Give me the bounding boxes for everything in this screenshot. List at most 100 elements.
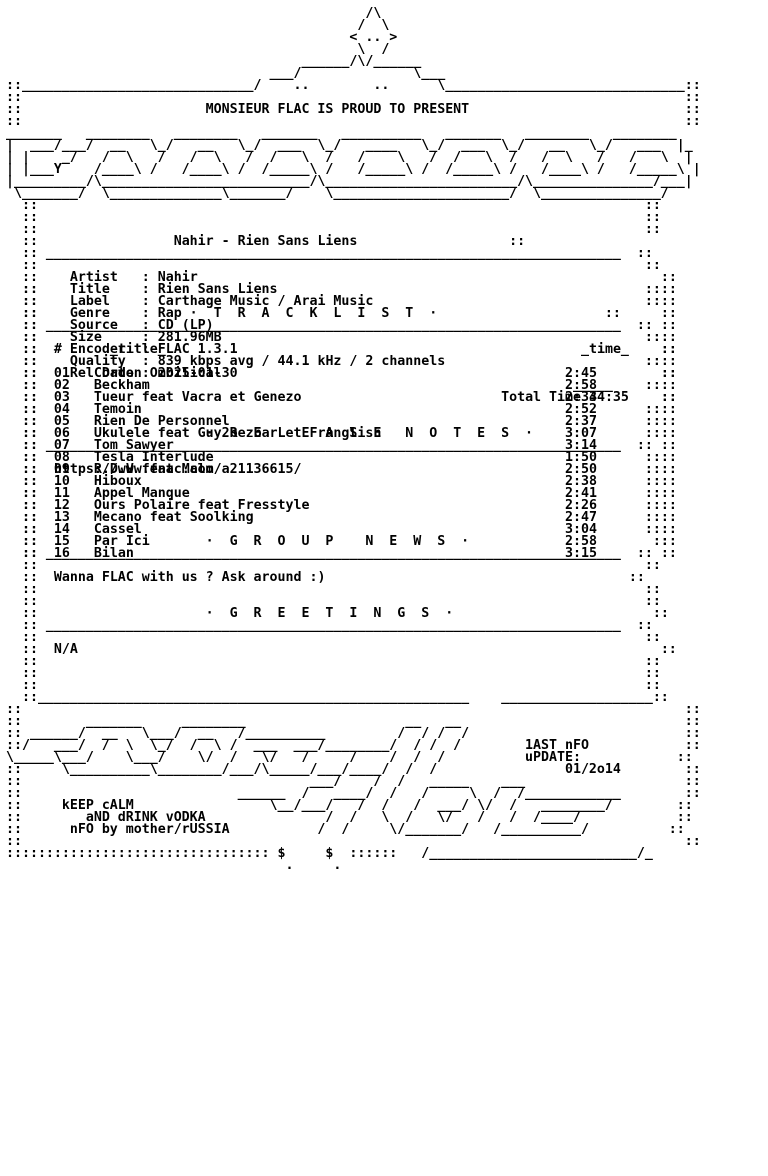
box-border-line: :: :: bbox=[6, 330, 661, 345]
tracklist-title-header: _title_ bbox=[109, 342, 166, 357]
total-underline-line: :: _____ :: bbox=[6, 378, 661, 393]
track-time: 2:38 bbox=[565, 474, 597, 489]
track-number: 07 bbox=[53, 438, 70, 453]
info-value: Nahir bbox=[157, 270, 198, 285]
track-number: 10 bbox=[53, 474, 70, 489]
track-time: 2:45 bbox=[565, 366, 597, 381]
track-title: Tueur feat Vacra et Genezo bbox=[93, 390, 542, 405]
info-key: Source bbox=[69, 318, 134, 333]
divider-line: :: _____________________________________… bbox=[6, 246, 653, 261]
info-row: :: Source : CD (LP) :: bbox=[6, 318, 677, 333]
track-number: 05 bbox=[53, 414, 70, 429]
tracklist-header: :: # _title_ _time_ :: bbox=[6, 342, 677, 357]
box-border-line: :: :: bbox=[6, 414, 661, 429]
release-notes-url[interactable]: https://www.fnac.com/a21136615/ bbox=[53, 462, 302, 477]
track-row: :: 11 Appel Manque 2:41 :: bbox=[6, 486, 677, 501]
box-border-line: :: :: bbox=[6, 558, 661, 573]
track-row: :: 03 Tueur feat Vacra et Genezo 2:33 :: bbox=[6, 390, 677, 405]
track-title: Ukulele feat Guy2bezbar et Franglish bbox=[93, 426, 542, 441]
info-row: :: Label : Carthage Music / Arai Music :… bbox=[6, 294, 677, 309]
header-art-line: \ / bbox=[6, 42, 390, 57]
track-title: Cassel bbox=[93, 522, 542, 537]
info-key: Quality bbox=[69, 354, 134, 369]
track-row: :: 13 Mecano feat Soolking 2:47 :: bbox=[6, 510, 677, 525]
footer-art-line: ::::::::::::::::::::::::::::::::: $ $ ::… bbox=[6, 846, 653, 861]
track-row: :: 09 R.D.V feat Malo 2:50 :: bbox=[6, 462, 677, 477]
info-block: :: Artist : Nahir :: :: Title : Rien San… bbox=[6, 270, 701, 380]
box-border-line: :: :: bbox=[6, 594, 661, 609]
box-border-line: :: :: bbox=[6, 450, 661, 465]
track-row: :: 12 Ours Polaire feat Fresstyle 2:26 :… bbox=[6, 498, 677, 513]
logo-art-line: | |___Y /____\ / /____\ / /_____\ / /___… bbox=[6, 162, 701, 177]
info-value: 281.96MB bbox=[157, 330, 222, 345]
info-row: :: Rel Date : 2025-01-30 :: bbox=[6, 366, 677, 381]
track-number: 08 bbox=[53, 450, 70, 465]
logo-art-line: |_________/\__________________________/\… bbox=[6, 174, 693, 189]
track-row: :: 10 Hiboux 2:38 :: bbox=[6, 474, 677, 489]
box-border-line: :: :: bbox=[6, 402, 661, 417]
info-key: Artist bbox=[69, 270, 134, 285]
box-border-line: :: :: bbox=[6, 510, 661, 525]
track-time: 2:58 bbox=[565, 534, 597, 549]
track-row: :: 16 Bilan 3:15 :: bbox=[6, 546, 677, 561]
track-title: Appel Manque bbox=[93, 486, 542, 501]
footer-art-line: :: :: bbox=[6, 702, 701, 717]
info-key: Size bbox=[69, 330, 134, 345]
track-row: :: 08 Tesla Interlude 1:50 :: bbox=[6, 450, 677, 465]
track-number: 16 bbox=[53, 546, 70, 561]
track-title: R.D.V feat Malo bbox=[93, 462, 542, 477]
track-time: 2:33 bbox=[565, 390, 597, 405]
footer-art-line: :: ___/ / / _____ ___ :: bbox=[6, 774, 701, 789]
track-title: Hiboux bbox=[93, 474, 542, 489]
track-title: Tom Sawyer bbox=[93, 438, 542, 453]
greetings-line: :: N/A :: bbox=[6, 642, 677, 657]
track-number: 03 bbox=[53, 390, 70, 405]
track-time: 2:41 bbox=[565, 486, 597, 501]
greetings-heading: · G R E E T I N G S · bbox=[205, 606, 454, 621]
track-title: Rien De Personnel bbox=[93, 414, 542, 429]
header-art-line: :: MONSIEUR FLAC IS PROUD TO PRESENT :: bbox=[6, 102, 701, 117]
release-notes-heading: · R E L E A S E N O T E S · bbox=[205, 426, 534, 441]
info-value: Rien Sans Liens bbox=[157, 282, 278, 297]
info-key: Genre bbox=[69, 306, 134, 321]
box-border-line: :: :: bbox=[6, 222, 661, 237]
logo-art-line: _______ ________ ________ _______ ______… bbox=[6, 126, 677, 141]
divider-line: :: _____________________________________… bbox=[6, 438, 653, 453]
info-value: CD (LP) bbox=[157, 318, 214, 333]
footer-art-line: :: :: bbox=[6, 834, 701, 849]
track-time: 2:58 bbox=[565, 378, 597, 393]
info-value: 2025-01-30 bbox=[157, 366, 238, 381]
track-number: 09 bbox=[53, 462, 70, 477]
track-number: 14 bbox=[53, 522, 70, 537]
track-row: :: 01 Cordon Ombilical 2:45 :: bbox=[6, 366, 677, 381]
track-title: Tesla Interlude bbox=[93, 450, 542, 465]
track-time: 3:07 bbox=[565, 426, 597, 441]
track-number: 11 bbox=[53, 486, 70, 501]
track-time: 3:14 bbox=[565, 438, 597, 453]
tracklist-num-header: # bbox=[53, 342, 62, 357]
header-art-line: / \ bbox=[6, 18, 390, 33]
track-number: 01 bbox=[53, 366, 70, 381]
track-title: Bilan bbox=[93, 546, 542, 561]
box-border-line: :: :: bbox=[6, 198, 661, 213]
footer-art-line: :: ______ / ____/ / / \ / /____________ … bbox=[6, 786, 701, 801]
track-time: 3:04 bbox=[565, 522, 597, 537]
section-heading-line: :: · R E L E A S E N O T E S · :: bbox=[6, 426, 661, 441]
box-border-line: :: :: bbox=[6, 282, 661, 297]
header-art-line: /\ bbox=[6, 6, 382, 21]
nfo-document: /\ / \ < .. > \ / ______/\/______ bbox=[6, 6, 701, 872]
info-key: Title bbox=[69, 282, 134, 297]
track-row: :: 14 Cassel 3:04 :: bbox=[6, 522, 677, 537]
track-title: Cordon Ombilical bbox=[93, 366, 542, 381]
box-border-line: :: :: bbox=[6, 630, 661, 645]
info-row: :: Genre : Rap :: bbox=[6, 306, 677, 321]
track-number: 13 bbox=[53, 510, 70, 525]
greetings-text: N/A bbox=[53, 642, 78, 657]
total-time-label: Total Time bbox=[501, 390, 581, 405]
info-value: 839 kbps avg / 44.1 kHz / 2 channels bbox=[157, 354, 446, 369]
track-number: 06 bbox=[53, 426, 70, 441]
logo-art-line: | | _/ / \ / / \ / / \ / / \ / / \ / / \… bbox=[6, 150, 693, 165]
track-title: Temoin bbox=[93, 402, 542, 417]
track-row: :: 04 Temoin 2:52 :: bbox=[6, 402, 677, 417]
footer-art-line: :: nFO by mother/rUSSIA / / \/_______/ /… bbox=[6, 822, 685, 837]
